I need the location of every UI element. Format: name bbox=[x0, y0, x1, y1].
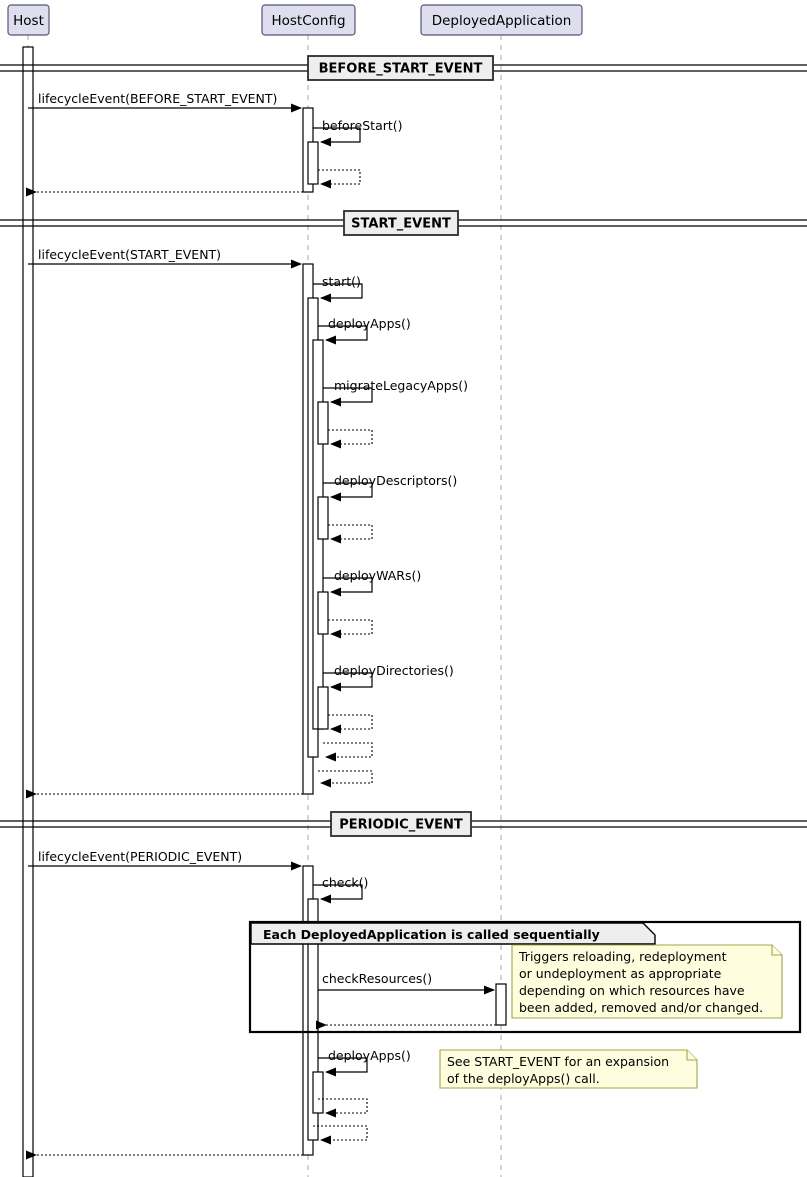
activation-bar-hostconfig-s1-l2 bbox=[307, 141, 319, 185]
message-migrate-legacy-apps: migrateLegacyApps() bbox=[323, 378, 468, 407]
participant-hostconfig[interactable]: HostConfig bbox=[261, 4, 356, 36]
divider-periodic-event: PERIODIC_EVENT bbox=[0, 811, 807, 837]
message-lifecycle-before-start-event: lifecycleEvent(BEFORE_START_EVENT) bbox=[28, 91, 302, 113]
participant-box-hostconfig[interactable] bbox=[261, 4, 356, 36]
divider-before-start-event: BEFORE_START_EVENT bbox=[0, 55, 807, 81]
activation-bar-hostconfig-s3-l2 bbox=[307, 898, 319, 1141]
message-label-lifecycle-periodic-event: lifecycleEvent(PERIODIC_EVENT) bbox=[38, 849, 242, 864]
participant-box-deployedapplication[interactable] bbox=[420, 4, 583, 36]
note-deploy-apps-fold bbox=[686, 1050, 697, 1061]
message-return-start bbox=[318, 770, 373, 788]
message-label-start: start() bbox=[322, 274, 361, 289]
activation-bar-hostconfig-s2-migrate bbox=[317, 401, 329, 445]
message-label-check-resources: checkResources() bbox=[322, 971, 432, 986]
message-check: check() bbox=[313, 875, 368, 904]
activation-bar-hostconfig-s2-directories bbox=[317, 686, 329, 730]
activation-bar-hostconfig-s2-descriptors bbox=[317, 496, 329, 540]
activation-bar-host-main bbox=[22, 46, 34, 1177]
participant-deployedapplication[interactable]: DeployedApplication bbox=[420, 4, 583, 36]
participant-label-deployedapplication: DeployedApplication bbox=[432, 13, 572, 29]
divider-box-before-start-event bbox=[307, 55, 494, 81]
message-return-deploy-apps-periodic bbox=[318, 1098, 368, 1118]
group-each-deployedapplication: Each DeployedApplication is called seque… bbox=[248, 920, 802, 1034]
participant-label-host: Host bbox=[13, 13, 44, 29]
divider-label-before-start-event: BEFORE_START_EVENT bbox=[319, 62, 483, 77]
activation-bar-hostconfig-s2-wars bbox=[317, 591, 329, 635]
message-deploy-apps-start: deployApps() bbox=[318, 316, 411, 345]
group-frame-rect bbox=[248, 920, 802, 1034]
message-return-deploy-wars bbox=[328, 619, 373, 639]
message-deploy-apps-periodic: deployApps() bbox=[318, 1048, 411, 1077]
activation-bar-hostconfig-s3-deployapps bbox=[312, 1071, 324, 1114]
participant-box-host[interactable] bbox=[7, 4, 50, 36]
divider-box-start-event bbox=[343, 210, 459, 236]
message-label-lifecycle-before-start-event: lifecycleEvent(BEFORE_START_EVENT) bbox=[38, 91, 277, 106]
message-return-deploy-descriptors bbox=[328, 524, 373, 544]
message-lifecycle-start-event: lifecycleEvent(START_EVENT) bbox=[28, 247, 302, 269]
message-label-deploy-wars: deployWARs() bbox=[334, 568, 421, 583]
message-return-deploy-apps-start bbox=[323, 742, 373, 762]
note-deploy-apps-line-1: See START_EVENT for an expansion bbox=[447, 1054, 669, 1069]
message-deploy-wars: deployWARs() bbox=[323, 568, 421, 597]
message-return-deploy-directories bbox=[328, 714, 373, 734]
message-label-deploy-apps-periodic: deployApps() bbox=[328, 1048, 411, 1063]
message-label-deploy-directories: deployDirectories() bbox=[334, 663, 454, 678]
divider-box-periodic-event bbox=[330, 811, 472, 837]
message-deploy-directories: deployDirectories() bbox=[323, 663, 454, 692]
message-check-resources: checkResources() bbox=[318, 971, 495, 995]
message-lifecycle-periodic-event: lifecycleEvent(PERIODIC_EVENT) bbox=[28, 849, 302, 871]
divider-label-periodic-event: PERIODIC_EVENT bbox=[339, 818, 463, 833]
message-return-migrate-legacy-apps bbox=[328, 429, 373, 449]
note-deploy-apps: See START_EVENT for an expansion of the … bbox=[439, 1049, 698, 1089]
message-start: start() bbox=[313, 274, 363, 303]
activation-bar-deployedapplication bbox=[495, 983, 507, 1026]
message-label-lifecycle-start-event: lifecycleEvent(START_EVENT) bbox=[38, 247, 221, 262]
participant-host[interactable]: Host bbox=[7, 4, 50, 36]
note-check-resources-line-1: Triggers reloading, redeployment bbox=[518, 949, 727, 964]
divider-start-event: START_EVENT bbox=[0, 210, 807, 236]
message-label-check: check() bbox=[322, 875, 368, 890]
message-label-migrate-legacy-apps: migrateLegacyApps() bbox=[334, 378, 468, 393]
message-return-before-start bbox=[318, 169, 361, 189]
note-deploy-apps-body bbox=[439, 1049, 698, 1089]
note-check-resources-line-3: depending on which resources have bbox=[519, 983, 745, 998]
note-check-resources-body bbox=[511, 944, 783, 1019]
note-check-resources: Triggers reloading, redeployment or unde… bbox=[511, 944, 783, 1019]
participant-label-hostconfig: HostConfig bbox=[271, 13, 345, 29]
group-label-text: Each DeployedApplication is called seque… bbox=[263, 927, 600, 942]
message-label-deploy-descriptors: deployDescriptors() bbox=[334, 473, 457, 488]
activation-bars-host bbox=[22, 46, 34, 1177]
group-label-pentagon bbox=[250, 922, 656, 945]
message-return-check bbox=[313, 1125, 368, 1145]
note-check-resources-line-4: been added, removed and/or changed. bbox=[519, 1000, 763, 1015]
message-label-deploy-apps-start: deployApps() bbox=[328, 316, 411, 331]
note-check-resources-line-2: or undeployment as appropriate bbox=[519, 966, 722, 981]
lifelines-layer bbox=[27, 35, 502, 1177]
note-check-resources-fold bbox=[771, 945, 782, 956]
message-before-start: beforeStart() bbox=[313, 118, 403, 147]
message-label-before-start: beforeStart() bbox=[322, 118, 403, 133]
note-deploy-apps-line-2: of the deployApps() call. bbox=[447, 1071, 600, 1086]
message-deploy-descriptors: deployDescriptors() bbox=[323, 473, 457, 502]
divider-label-start-event: START_EVENT bbox=[351, 217, 451, 232]
